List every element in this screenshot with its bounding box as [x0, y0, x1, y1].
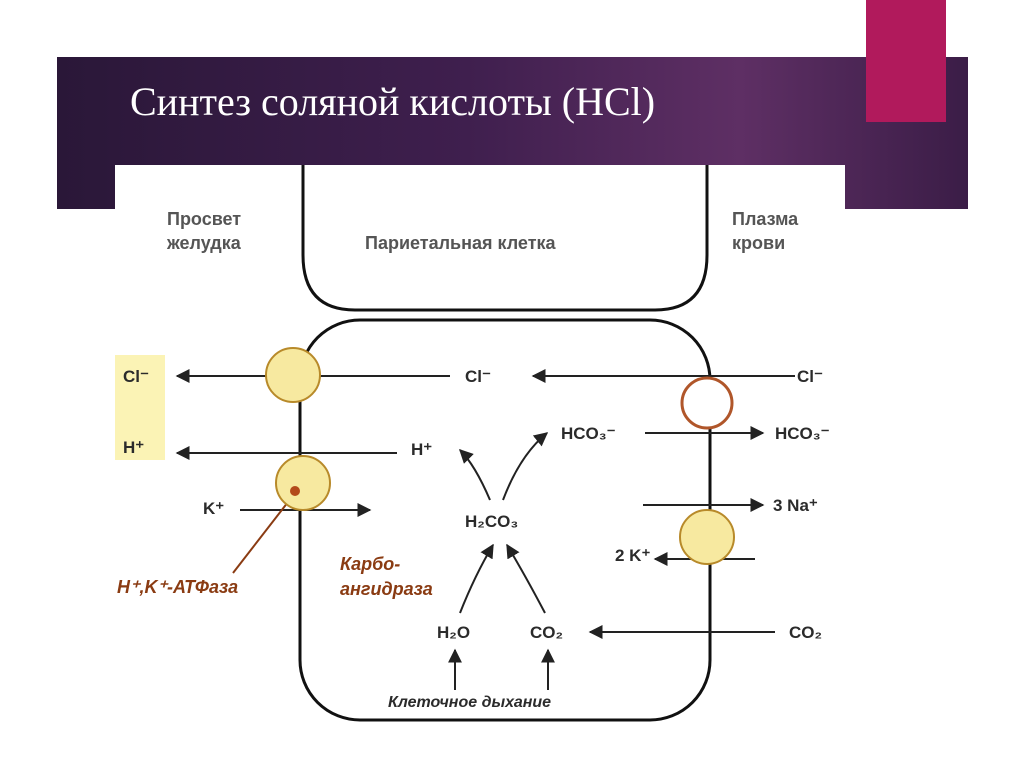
- cl-channel-apical: [266, 348, 320, 402]
- k-plasma: 2 K⁺: [615, 546, 650, 565]
- h2co3-to-h-arrow: [460, 450, 490, 500]
- cell-respiration: Клеточное дыхание: [388, 694, 551, 711]
- co2-cell: CO₂: [530, 623, 563, 642]
- plasma-label-1: Плазма: [732, 209, 799, 229]
- h-cell: H⁺: [411, 440, 432, 459]
- cl-cell: Cl⁻: [465, 367, 491, 386]
- diagram-svg: Просвет желудка Париетальная клетка Плаз…: [115, 165, 845, 765]
- co2-to-h2co3-arrow: [507, 545, 545, 613]
- accent-box: [866, 0, 946, 122]
- lumen-label-1: Просвет: [167, 209, 241, 229]
- atpase-label: H⁺,K⁺-АТФаза: [117, 577, 238, 597]
- na-k-pump: [680, 510, 734, 564]
- carbonic-anhydrase-1: Карбо-: [340, 554, 400, 574]
- hco3-cell: HCO₃⁻: [561, 424, 616, 443]
- cl-hco3-exchanger: [682, 378, 732, 428]
- k-lumen: K⁺: [203, 499, 224, 518]
- plasma-label-2: крови: [732, 233, 785, 253]
- na-plasma: 3 Na⁺: [773, 496, 818, 515]
- slide-title: Синтез соляной кислоты (HCl): [130, 78, 655, 125]
- h2o: H₂O: [437, 623, 470, 642]
- lumen-label-2: желудка: [166, 233, 242, 253]
- cl-plasma: Cl⁻: [797, 367, 823, 386]
- cell-label: Париетальная клетка: [365, 233, 557, 253]
- co2-plasma: CO₂: [789, 623, 822, 642]
- h2o-to-h2co3-arrow: [460, 545, 493, 613]
- diagram: Просвет желудка Париетальная клетка Плаз…: [115, 165, 845, 765]
- h2co3: H₂CO₃: [465, 512, 518, 531]
- h-lumen: H⁺: [123, 438, 144, 457]
- atpase-dot: [290, 486, 300, 496]
- h2co3-to-hco3-arrow: [503, 433, 547, 500]
- carbonic-anhydrase-2: ангидраза: [340, 579, 433, 599]
- cl-lumen: Cl⁻: [123, 367, 149, 386]
- hco3-plasma: HCO₃⁻: [775, 424, 830, 443]
- atpase-pump: [276, 456, 330, 510]
